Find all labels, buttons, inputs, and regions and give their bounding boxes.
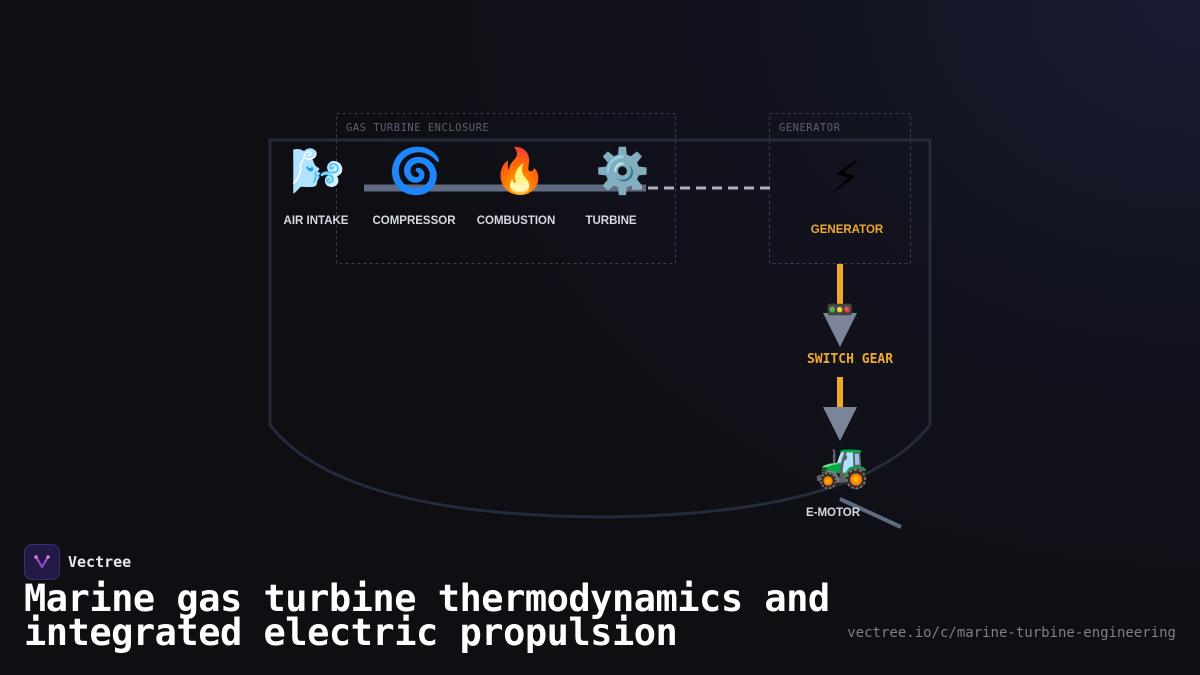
generator-enclosure-label: GENERATOR	[779, 122, 841, 134]
page-title: Marine gas turbine thermodynamics and in…	[24, 577, 830, 654]
propeller-shaft	[839, 497, 902, 529]
ship-hull-outline	[268, 138, 932, 519]
traffic-light-icon: 🚥	[826, 298, 854, 323]
lightning-icon: ⚡	[830, 152, 862, 203]
arrow-to-motor	[823, 407, 857, 441]
arrow-to-switchgear	[823, 313, 857, 347]
gas-turbine-enclosure-label: GAS TURBINE ENCLOSURE	[346, 122, 490, 134]
e-motor-label: E-MOTOR	[805, 507, 861, 519]
wind-icon: 🌬️	[290, 146, 345, 197]
source-url[interactable]: vectree.io/c/marine-turbine-engineering	[847, 625, 1176, 641]
fire-icon: 🔥	[492, 146, 547, 197]
brand: Vectree	[24, 544, 131, 580]
generator-label: GENERATOR	[810, 224, 884, 236]
brand-name: Vectree	[68, 553, 132, 571]
combustion-label: COMBUSTION	[476, 215, 556, 227]
air-intake-label: AIR INTAKE	[283, 215, 349, 227]
compressor-label: COMPRESSOR	[372, 215, 456, 227]
switch-gear-label: SWITCH GEAR	[806, 352, 894, 367]
tractor-icon: 🚜	[814, 440, 870, 491]
gas-turbine-enclosure	[336, 113, 676, 264]
turbine-label: TURBINE	[585, 215, 637, 227]
cyclone-icon: 🌀	[388, 146, 443, 197]
vectree-logo-icon	[24, 544, 60, 580]
gear-icon: ⚙️	[595, 146, 650, 197]
